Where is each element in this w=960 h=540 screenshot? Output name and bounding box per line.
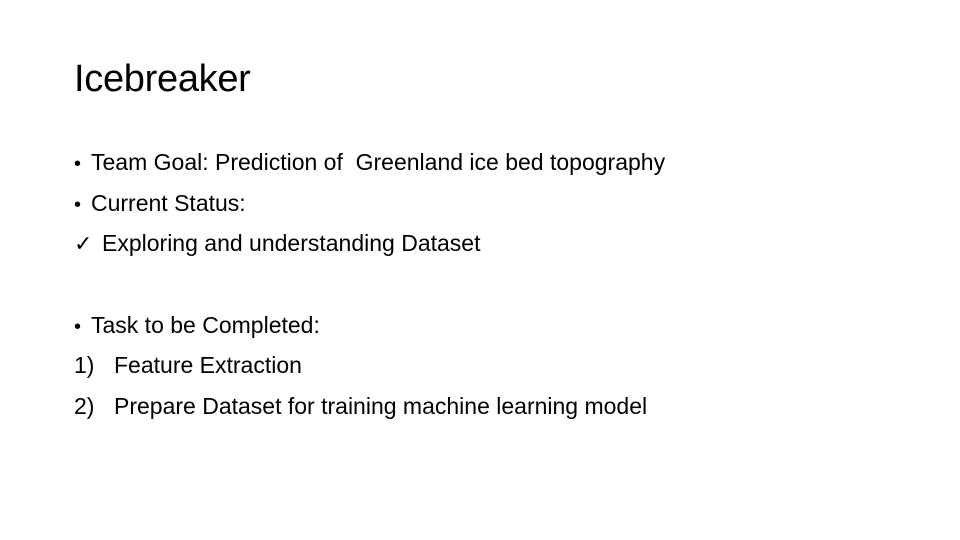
bullet-text: Task to be Completed: <box>91 311 320 338</box>
checkmark-icon: ✓ <box>74 231 93 256</box>
slide-title: Icebreaker <box>74 58 251 100</box>
numbered-item-1: 1) Feature Extraction <box>74 345 894 386</box>
bullet-text: Current Status: <box>91 189 246 216</box>
bullet-item-tasks: • Task to be Completed: <box>74 305 894 346</box>
bullet-icon: • <box>74 153 82 175</box>
slide-body: • Team Goal: Prediction of Greenland ice… <box>74 142 894 426</box>
list-number: 2) <box>74 392 95 419</box>
checked-item-exploring-dataset: ✓ Exploring and understanding Dataset <box>74 223 894 264</box>
bullet-item-team-goal: • Team Goal: Prediction of Greenland ice… <box>74 142 894 183</box>
bullet-icon: • <box>74 315 82 338</box>
bullet-item-current-status: • Current Status: <box>74 183 894 224</box>
bullet-text: Team Goal: Prediction of Greenland ice b… <box>91 149 666 175</box>
list-number: 1) <box>74 352 95 378</box>
bullet-icon: • <box>74 193 82 216</box>
numbered-item-text: Feature Extraction <box>114 352 302 378</box>
numbered-item-2: 2) Prepare Dataset for training machine … <box>74 386 894 427</box>
spacer <box>74 264 894 305</box>
checked-item-text: Exploring and understanding Dataset <box>102 230 481 256</box>
numbered-item-text: Prepare Dataset for training machine lea… <box>114 392 648 419</box>
